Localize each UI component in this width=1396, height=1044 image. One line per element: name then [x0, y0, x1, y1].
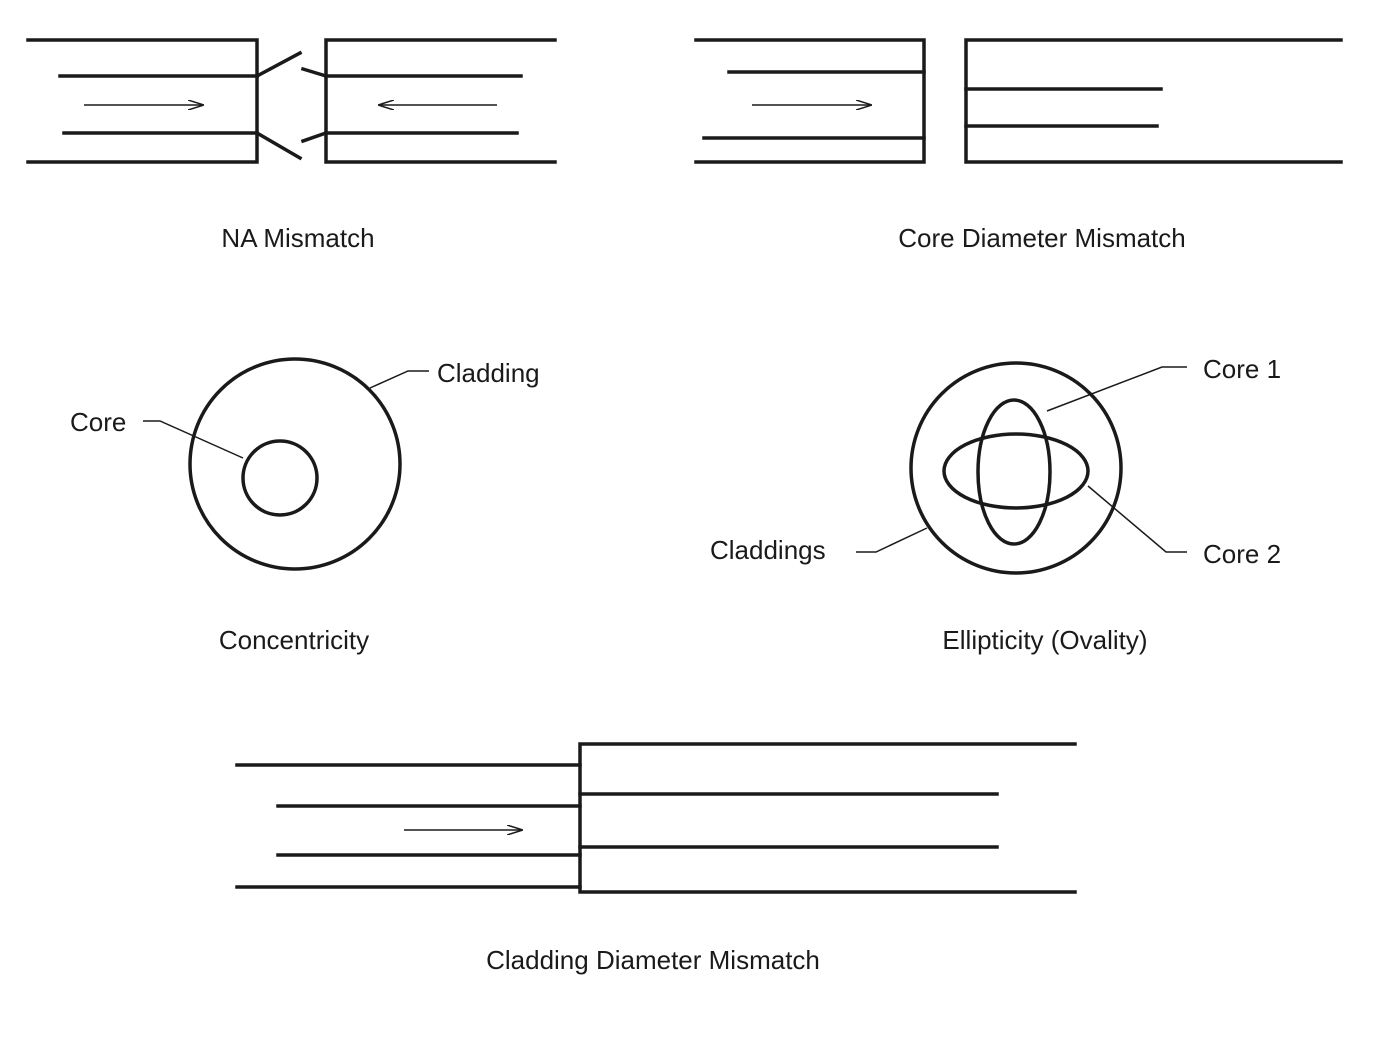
core-diameter-mismatch-caption: Core Diameter Mismatch [898, 223, 1186, 253]
left-fiber [694, 38, 926, 164]
core-label: Core [70, 407, 126, 437]
core1-ellipse [976, 398, 1052, 546]
core-diameter-mismatch-panel: Core Diameter Mismatch [694, 38, 1343, 253]
right-acceptance-cone-top [300, 66, 329, 79]
right-fiber [964, 38, 1343, 164]
concentricity-panel: Cladding Core Concentricity [70, 357, 540, 655]
left-acceptance-cone-bottom [254, 130, 303, 161]
core2-ellipse [942, 432, 1090, 510]
cladding-circle [909, 361, 1123, 575]
cladding-diameter-mismatch-panel: Cladding Diameter Mismatch [235, 742, 1077, 975]
right-acceptance-cone-bottom [300, 130, 329, 144]
core1-leader [1046, 366, 1187, 412]
na-mismatch-panel: NA Mismatch [26, 38, 557, 253]
na-mismatch-caption: NA Mismatch [221, 223, 374, 253]
concentricity-caption: Concentricity [219, 625, 369, 655]
right-fiber [578, 742, 1077, 894]
cladding-circle [188, 357, 402, 571]
claddings-leader [856, 527, 928, 553]
cladding-diameter-mismatch-caption: Cladding Diameter Mismatch [486, 945, 820, 975]
core2-label: Core 2 [1203, 539, 1281, 569]
ellipticity-panel: Core 1 Core 2 Claddings Ellipticity (Ova… [710, 354, 1281, 655]
left-fiber [26, 38, 303, 164]
core1-label: Core 1 [1203, 354, 1281, 384]
left-fiber [235, 763, 582, 889]
ellipticity-caption: Ellipticity (Ovality) [942, 625, 1147, 655]
claddings-label: Claddings [710, 535, 826, 565]
core-leader [143, 420, 244, 459]
core-circle [241, 439, 319, 517]
right-fiber [300, 38, 557, 164]
left-acceptance-cone-top [254, 50, 303, 79]
cladding-label: Cladding [437, 358, 540, 388]
core2-leader [1087, 485, 1187, 553]
cladding-leader [369, 370, 429, 389]
